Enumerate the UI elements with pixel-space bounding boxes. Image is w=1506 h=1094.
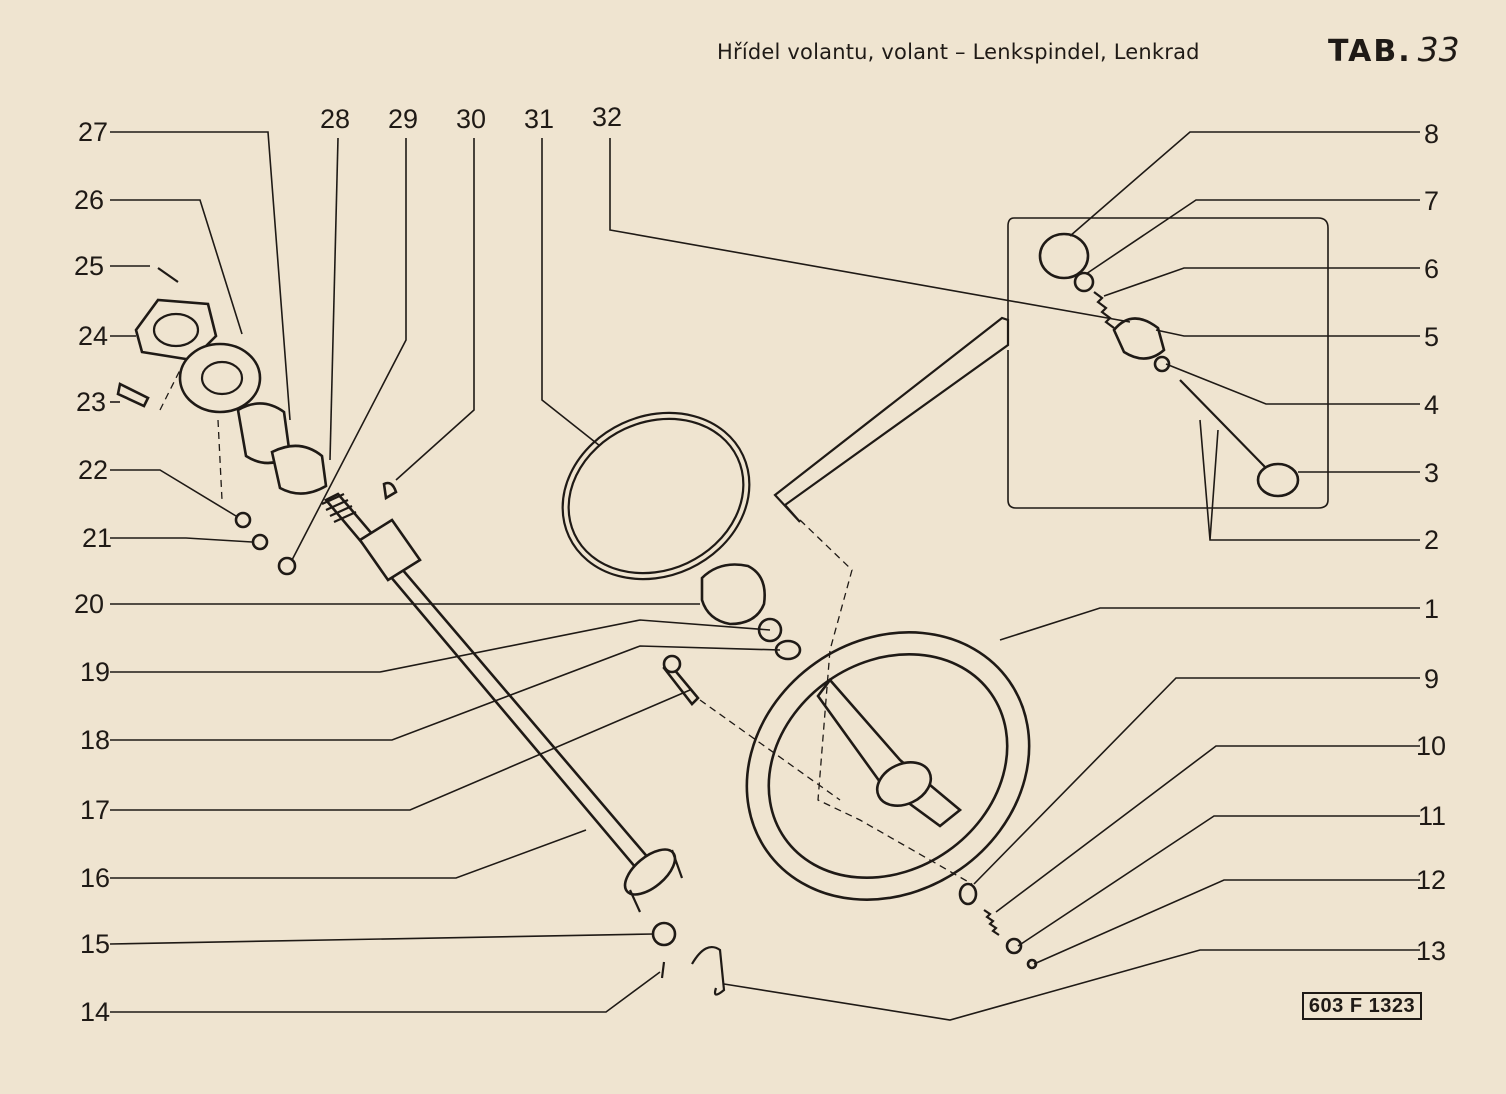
inset-washer-7 xyxy=(1073,271,1095,293)
bushing-lower xyxy=(270,444,328,495)
part-11 xyxy=(1005,937,1023,955)
callout-21: 21 xyxy=(82,523,113,553)
callout-8: 8 xyxy=(1424,119,1440,149)
callout-14: 14 xyxy=(80,997,111,1027)
part-12 xyxy=(1026,958,1038,970)
inset-spring-6 xyxy=(1093,291,1115,329)
callout-9: 9 xyxy=(1424,664,1440,694)
callout-22: 22 xyxy=(78,455,109,485)
drawing-code-box: 603 F 1323 xyxy=(1302,992,1422,1020)
shaft-splines xyxy=(321,492,357,524)
callout-30: 30 xyxy=(456,104,487,134)
leaders-right xyxy=(723,131,1420,1021)
callout-28: 28 xyxy=(320,104,351,134)
callout-17: 17 xyxy=(80,795,111,825)
horn-cap xyxy=(700,563,766,626)
assembly-line-left xyxy=(159,365,223,501)
gasket-hole xyxy=(152,312,200,348)
callout-29: 29 xyxy=(388,104,419,134)
table-prefix: TAB. xyxy=(1328,34,1412,69)
callout-6: 6 xyxy=(1424,254,1440,284)
callout-3: 3 xyxy=(1424,458,1440,488)
callout-23: 23 xyxy=(76,387,107,417)
horn-ring xyxy=(561,411,751,581)
assembly-line-bolt xyxy=(699,699,841,801)
callout-26: 26 xyxy=(74,185,105,215)
callout-18: 18 xyxy=(80,725,111,755)
inset-sleeve-3 xyxy=(1256,462,1300,498)
callout-19: 19 xyxy=(80,657,111,687)
callout-4: 4 xyxy=(1424,390,1440,420)
inset-cap-8 xyxy=(1038,232,1090,280)
flange-bore xyxy=(200,360,244,396)
page-title: Hřídel volantu, volant – Lenkspindel, Le… xyxy=(717,40,1200,64)
nut-28-small xyxy=(277,556,297,576)
callout-2: 2 xyxy=(1424,525,1440,555)
screw-small xyxy=(157,267,179,283)
inset-frame xyxy=(1007,217,1329,509)
callout-15: 15 xyxy=(80,929,111,959)
callout-16: 16 xyxy=(80,863,111,893)
callout-7: 7 xyxy=(1424,186,1440,216)
screw-bolt xyxy=(116,382,150,408)
steering-wheel-hub xyxy=(875,761,933,807)
callout-24: 24 xyxy=(78,321,109,351)
part-9 xyxy=(958,882,978,906)
cotter-pin-14 xyxy=(660,961,666,979)
inset-rod-2 xyxy=(1179,379,1267,469)
clamp-13 xyxy=(691,946,726,996)
callout-5: 5 xyxy=(1424,322,1440,352)
shaft-sleeve xyxy=(358,518,422,582)
inset-nut-4 xyxy=(1153,355,1171,373)
callout-27: 27 xyxy=(78,117,109,147)
washer-21 xyxy=(251,533,269,551)
leaders-top xyxy=(291,137,1131,561)
callout-1: 1 xyxy=(1424,594,1440,624)
callout-20: 20 xyxy=(74,589,105,619)
bolt-17-head xyxy=(662,654,682,674)
callout-10: 10 xyxy=(1416,731,1447,761)
spring-10 xyxy=(983,909,1000,936)
callout-13: 13 xyxy=(1416,936,1447,966)
callout-11: 11 xyxy=(1418,801,1447,831)
pin-30 xyxy=(382,481,398,501)
table-number: TAB.33 xyxy=(1328,30,1460,69)
callout-25: 25 xyxy=(74,251,105,281)
nut-15 xyxy=(651,921,677,947)
washer-22 xyxy=(234,511,252,529)
inset-pointer-arrow xyxy=(773,316,1010,523)
callout-32: 32 xyxy=(592,102,623,132)
leaders-left xyxy=(109,131,781,1013)
callout-31: 31 xyxy=(524,104,555,134)
flange-bolts xyxy=(628,849,684,913)
inset-housing-5 xyxy=(1112,317,1166,360)
gasket-plate xyxy=(134,298,218,362)
assembly-line-right xyxy=(799,519,973,885)
callout-12: 12 xyxy=(1416,865,1447,895)
upper-flange xyxy=(178,342,262,414)
horn-ring-inner xyxy=(567,417,745,575)
table-number-value: 33 xyxy=(1417,30,1460,69)
